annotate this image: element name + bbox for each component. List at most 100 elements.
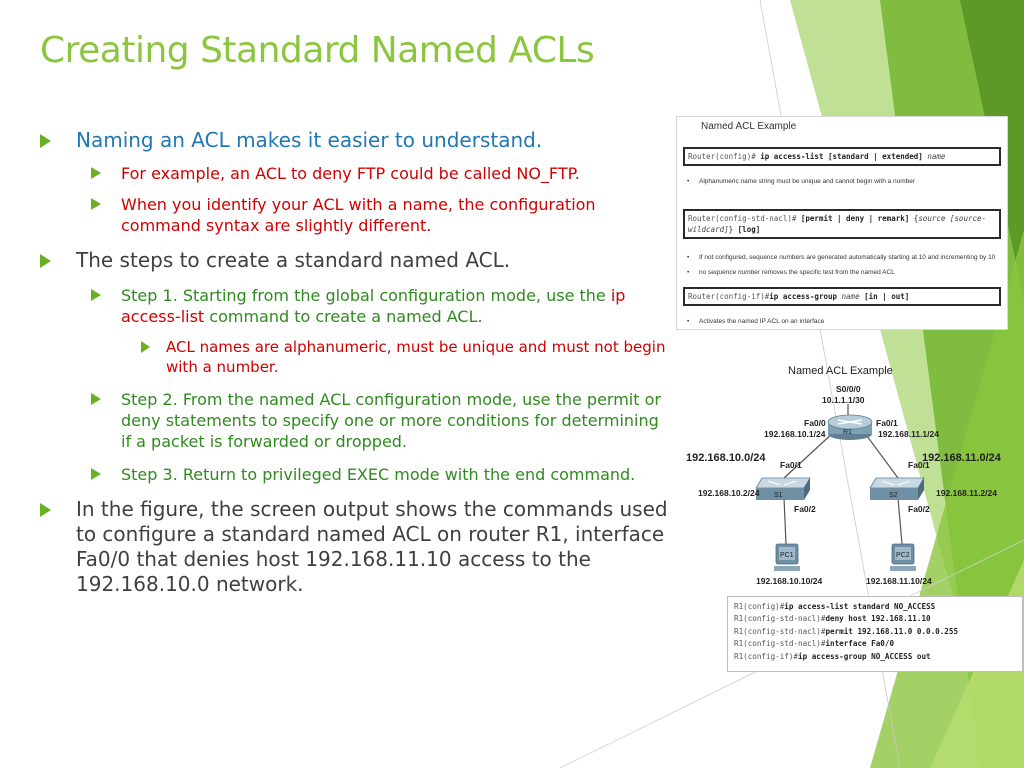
config-command: ip access-group NO_ACCESS out: [798, 651, 931, 661]
config-prompt: R1(config)#: [734, 602, 785, 611]
bullet-arrow-icon: [91, 393, 101, 405]
note-text: removes the specific test from the named…: [760, 269, 895, 276]
syntax-figure: Named ACL Example Router(config)# ip acc…: [676, 116, 1008, 330]
note-text: If not configured, sequence numbers are …: [699, 254, 996, 261]
bullet-text-command: ip access-list: [121, 286, 626, 326]
bullet-syntax: When you identify your ACL with a name, …: [91, 194, 670, 236]
syntax-command-permit-deny: Router(config-std-nacl)# [permit | deny …: [683, 209, 1001, 239]
syntax-note-2b: • no sequence number removes the specific…: [687, 268, 895, 277]
command-argument: name: [837, 292, 860, 301]
s2-fa1-label: Fa0/1: [908, 460, 930, 470]
command-brace: {: [909, 214, 919, 223]
note-text-italic: sequence number: [708, 269, 761, 276]
bullet-arrow-icon: [91, 198, 101, 210]
bullet-names-rule: ACL names are alphanumeric, must be uniq…: [141, 337, 670, 377]
r1-fa0-ip-label: 192.168.10.1/24: [764, 429, 826, 439]
switch-s2-icon: [869, 477, 925, 500]
topology-title: Named ACL Example: [788, 365, 893, 377]
bullet-arrow-icon: [91, 468, 101, 480]
bullet-text: Step 2. From the named ACL configuration…: [121, 390, 661, 451]
bullet-arrow-icon: [40, 254, 51, 268]
bullet-text: ACL names are alphanumeric, must be uniq…: [166, 338, 666, 376]
config-command: deny host 192.168.11.10: [825, 614, 931, 624]
bullet-example: For example, an ACL to deny FTP could be…: [91, 163, 670, 184]
s2-fa2-label: Fa0/2: [908, 504, 930, 514]
note-text: Activates the named IP ACL on an interfa…: [699, 318, 825, 325]
bullet-arrow-icon: [40, 503, 51, 517]
switch-s1-icon: [755, 477, 811, 500]
config-command: interface Fa0/0: [825, 639, 895, 649]
bullet-text: Naming an ACL makes it easier to underst…: [76, 128, 543, 152]
bullet-arrow-icon: [141, 341, 150, 353]
command-prompt: Router(config)#: [688, 152, 761, 161]
command-argument: name: [922, 152, 946, 161]
syntax-note-2a: • If not configured, sequence numbers are…: [687, 253, 995, 262]
bullet-step3: Step 3. Return to privileged EXEC mode w…: [91, 464, 670, 485]
s0-interface-label: S0/0/0: [836, 384, 861, 394]
bullet-text-pre: Step 1. Starting from the global configu…: [121, 286, 611, 305]
config-prompt: R1(config-if)#: [734, 651, 799, 661]
config-line: R1(config-if)#ip access-group NO_ACCESS …: [734, 651, 1016, 663]
command-argument: source [source-wildcard]: [688, 214, 987, 234]
r1-fa1-label: Fa0/1: [876, 418, 898, 428]
router-r1-label: R1: [843, 429, 852, 436]
bullet-text: Step 3. Return to privileged EXEC mode w…: [121, 465, 636, 484]
switch-s1-label: S1: [774, 492, 783, 499]
bullet-arrow-icon: [40, 134, 51, 148]
command-prompt: Router(config-std-nacl)#: [688, 214, 801, 223]
note-text: no: [699, 269, 709, 276]
bullet-naming: Naming an ACL makes it easier to underst…: [40, 128, 670, 153]
network-links: [783, 404, 903, 545]
r1-fa1-ip-label: 192.168.11.1/24: [878, 429, 939, 439]
s1-ip-label: 192.168.10.2/24: [698, 488, 760, 498]
r1-fa0-label: Fa0/0: [804, 418, 826, 428]
command-keyword: ip access-list [standard | extended]: [760, 152, 923, 161]
bullet-text: The steps to create a standard named ACL…: [76, 248, 511, 272]
config-prompt: R1(config-std-nacl)#: [734, 626, 826, 636]
config-line: R1(config-std-nacl)#deny host 192.168.11…: [734, 613, 1016, 625]
network-left-label: 192.168.10.0/24: [686, 452, 766, 464]
pc1-ip-label: 192.168.10.10/24: [756, 576, 822, 586]
config-command: permit 192.168.11.0 0.0.0.255: [825, 626, 959, 636]
config-prompt: R1(config-std-nacl)#: [734, 614, 826, 624]
router-r1-icon: [827, 414, 873, 440]
s1-fa2-label: Fa0/2: [794, 504, 816, 514]
config-command: ip access-list standard NO_ACCESS: [784, 602, 936, 611]
bullet-text: For example, an ACL to deny FTP could be…: [121, 164, 580, 183]
command-prompt: Router(config-if)#: [688, 292, 770, 301]
note-bullet-icon: •: [687, 178, 690, 185]
pc2-icon: [890, 543, 916, 571]
config-line: R1(config-std-nacl)#interface Fa0/0: [734, 638, 1016, 650]
pc1-label: PC1: [780, 552, 794, 559]
pc1-icon: [774, 543, 800, 571]
bullet-arrow-icon: [91, 167, 101, 179]
topology-diagram: Named ACL Example R1 S1 S2 PC1: [686, 365, 1002, 586]
command-keyword: [permit | deny | remark]: [800, 214, 910, 223]
bullet-text-post: command to create a named ACL.: [204, 307, 483, 326]
note-bullet-icon: •: [687, 254, 690, 261]
pc2-label: PC2: [896, 552, 910, 559]
s0-ip-label: 10.1.1.1/30: [822, 395, 865, 405]
command-keyword: [log]: [737, 225, 761, 234]
switch-s2-label: S2: [889, 492, 898, 499]
bullet-step2: Step 2. From the named ACL configuration…: [91, 389, 670, 452]
command-keyword: ip access-group: [769, 292, 838, 301]
pc2-ip-label: 192.168.11.10/24: [866, 576, 932, 586]
command-keyword: [in | out]: [859, 292, 910, 301]
bullet-text: In the figure, the screen output shows t…: [76, 497, 668, 596]
syntax-command-access-group: Router(config-if)#ip access-group name […: [683, 287, 1001, 306]
config-prompt: R1(config-std-nacl)#: [734, 639, 826, 649]
s2-ip-label: 192.168.11.2/24: [936, 488, 997, 498]
s1-fa1-label: Fa0/1: [780, 460, 802, 470]
note-bullet-icon: •: [687, 318, 690, 325]
bullet-steps: The steps to create a standard named ACL…: [40, 248, 670, 273]
syntax-note-1: • Alphanumeric name string must be unique…: [687, 177, 915, 186]
bullet-list: Naming an ACL makes it easier to underst…: [40, 128, 670, 597]
command-brace: }: [728, 225, 738, 234]
config-line: R1(config-std-nacl)#permit 192.168.11.0 …: [734, 626, 1016, 638]
note-bullet-icon: •: [687, 269, 690, 276]
bullet-arrow-icon: [91, 289, 101, 301]
network-right-label: 192.168.11.0/24: [922, 452, 1002, 464]
note-text: Alphanumeric name string must be unique …: [699, 178, 916, 185]
syntax-figure-title: Named ACL Example: [701, 121, 797, 132]
